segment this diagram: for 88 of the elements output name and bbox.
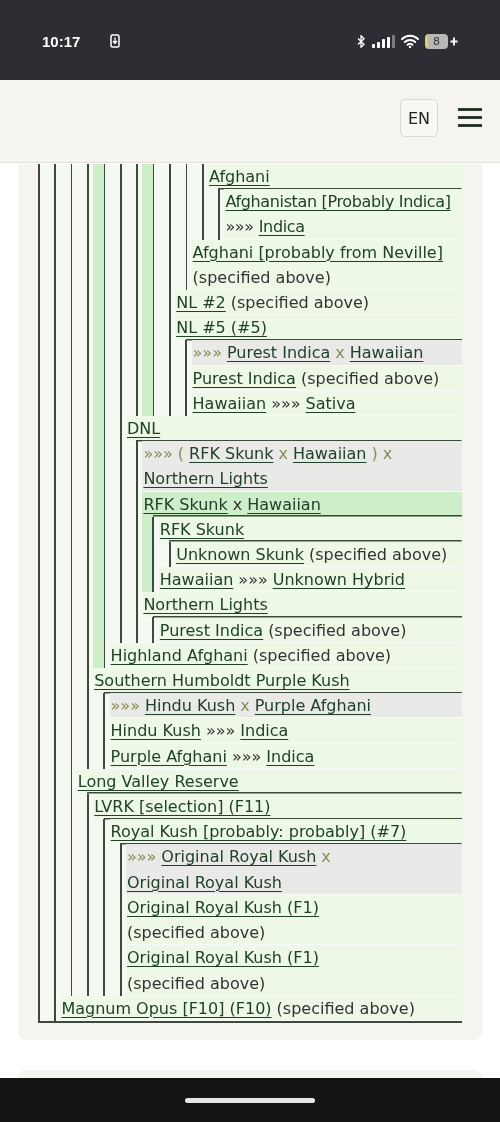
status-time: 10:17 [42, 33, 81, 50]
strain-link: RFK Skunk [159, 518, 245, 541]
strain-link: RFK Skunk [143, 493, 228, 516]
battery-indicator: 8 [425, 34, 448, 49]
tree-row [125, 844, 462, 895]
strain-link: Purest Indica [159, 619, 264, 642]
tree-branch [142, 491, 462, 593]
language-button: EN [400, 99, 438, 137]
tree-row [109, 642, 462, 669]
strain-link: Original Royal Kush (F1) [126, 896, 319, 919]
entry-text: (specified above) [230, 292, 370, 314]
tree-row [224, 189, 462, 240]
tree-branch [142, 592, 462, 643]
strain-link: Magnum Opus [F10] (F10) [61, 997, 272, 1020]
strain-link: Sativa [305, 392, 356, 415]
entry-text: »»» [205, 720, 236, 743]
entry-text: »»» [126, 846, 157, 869]
tree-row [109, 693, 462, 719]
strain-link: Purest Indica [226, 342, 331, 365]
entry-text: »»» [231, 745, 262, 768]
entry-text: »»» [110, 695, 140, 718]
tree-row [175, 542, 462, 568]
entry-text: (specified above) [126, 972, 266, 995]
strain-link: Purest Indica [192, 367, 296, 390]
strain-link: Afghani [209, 166, 270, 188]
strain-link: Hawaiian [292, 443, 367, 466]
tree-branch [208, 164, 462, 240]
entry-text: x [232, 493, 243, 516]
entry-text: x [321, 846, 331, 869]
strain-link: Original Royal Kush [126, 871, 282, 894]
entry-text: »»» [192, 342, 222, 365]
strain-link: Purple Afghani [110, 745, 227, 768]
strain-link: Indica [240, 720, 289, 743]
entry-text: (specified above) [268, 619, 407, 642]
strain-link: Indica [266, 745, 315, 768]
tree-row [142, 441, 462, 492]
entry-text: »»» ( [143, 443, 185, 466]
entry-text: x [335, 342, 345, 365]
entry-text: x [278, 443, 288, 466]
strain-link: Indica [258, 216, 305, 239]
tree-row [175, 290, 462, 316]
tree-row [60, 995, 462, 1021]
strain-link: DNL [127, 418, 161, 441]
entry-text: (specified above) [192, 266, 331, 289]
strain-link: Hindu Kush [110, 720, 201, 743]
entry-text: (specified above) [276, 997, 415, 1020]
tree-branch [76, 768, 462, 996]
strain-link: Afghanistan [Probably Indica] [225, 191, 451, 214]
strain-link: Long Valley Reserve [77, 770, 239, 793]
strain-link: Hawaiian [159, 569, 234, 592]
entry-text: x [240, 695, 250, 718]
entry-text: »»» [271, 392, 301, 415]
strain-link: Original Royal Kush (F1) [126, 947, 319, 970]
strain-link: Original Royal Kush [161, 846, 317, 869]
tree-branch [93, 668, 462, 769]
strain-link: Hawaiian [349, 342, 424, 365]
tree-row [191, 340, 462, 366]
strain-link: NL #2 [176, 292, 226, 314]
strain-link: Northern Lights [143, 594, 268, 617]
strain-link: NL #5 (#5) [176, 317, 267, 340]
tree-row [158, 617, 462, 643]
tree-branch [158, 516, 462, 568]
strain-link: Unknown Skunk [176, 544, 304, 567]
strain-link: Royal Kush [probably: probably] (#7) [110, 821, 407, 844]
entry-text: »»» [238, 569, 268, 592]
strain-link: Purple Afghani [254, 695, 372, 718]
strain-link: Hindu Kush [144, 695, 236, 718]
tree-branch [93, 794, 462, 996]
strain-link: Southern Humboldt Purple Kush [94, 670, 350, 693]
entry-text: (specified above) [252, 644, 391, 667]
strain-link: LVRK [selection] (F11) [94, 796, 271, 819]
strain-link: RFK Skunk [189, 443, 274, 466]
strain-link: Afghani [probably from Neville] [192, 241, 443, 264]
tree-branch [175, 315, 462, 417]
entry-text: (specified above) [309, 544, 448, 567]
tree-row [158, 567, 462, 593]
entry-text: »»» [225, 216, 254, 239]
tree-branch [126, 416, 462, 643]
entry-text: (specified above) [126, 922, 266, 945]
strain-link: Hawaiian [192, 392, 267, 415]
entry-text: (specified above) [300, 367, 440, 390]
strain-link: Highland Afghani [110, 644, 248, 667]
tree-row [191, 239, 462, 290]
strain-link: Hawaiian [247, 493, 321, 516]
strain-link: Northern Lights [143, 468, 268, 491]
tree-branch [109, 819, 462, 996]
entry-text: ) x [371, 443, 393, 466]
strain-link: Unknown Hybrid [272, 569, 405, 592]
